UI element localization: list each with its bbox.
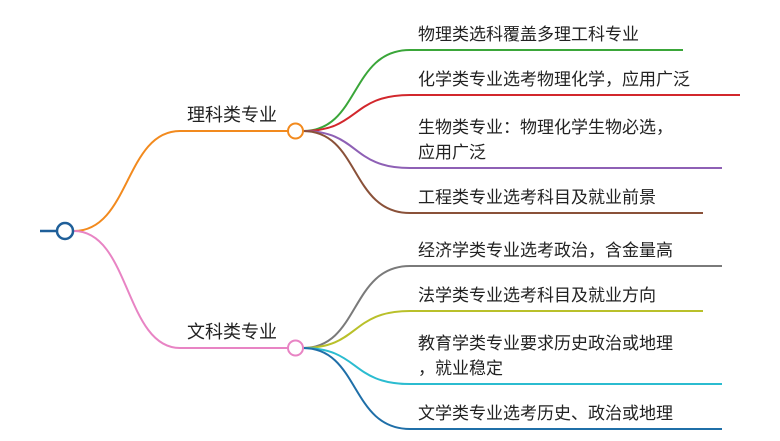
arts-node-dot[interactable]	[287, 339, 304, 357]
link-literature	[302, 347, 722, 430]
link-physics	[302, 49, 683, 132]
biology-node-line2[interactable]: 应用广泛	[418, 143, 486, 163]
economics-node[interactable]: 经济学类专业选考政治，含金量高	[418, 241, 673, 261]
link-root-arts	[73, 230, 288, 349]
literature-node[interactable]: 文学类专业选考历史、政治或地理	[418, 404, 673, 424]
link-biology	[302, 130, 722, 169]
biology-node-line1[interactable]: 生物类专业：物理化学生物必选，	[418, 118, 673, 138]
arts-branch-label[interactable]: 文科类专业	[187, 322, 277, 343]
link-education	[302, 347, 722, 385]
law-node[interactable]: 法学类专业选考科目及就业方向	[418, 286, 656, 306]
chemistry-node[interactable]: 化学类专业选考物理化学，应用广泛	[418, 70, 690, 90]
science-node-dot[interactable]	[287, 122, 304, 140]
link-root-science	[73, 130, 288, 232]
link-law	[302, 310, 703, 349]
education-node-line2[interactable]: ，就业稳定	[418, 359, 503, 379]
link-engineering	[302, 130, 703, 214]
education-node-line1[interactable]: 教育学类专业要求历史政治或地理	[418, 334, 673, 354]
link-chemistry	[302, 94, 740, 132]
link-economics	[302, 265, 722, 349]
engineering-node[interactable]: 工程类专业选考科目及就业前景	[418, 188, 656, 208]
root-node[interactable]	[55, 221, 75, 241]
science-branch-label[interactable]: 理科类专业	[187, 105, 277, 126]
physics-node[interactable]: 物理类选科覆盖多理工科专业	[418, 25, 639, 45]
